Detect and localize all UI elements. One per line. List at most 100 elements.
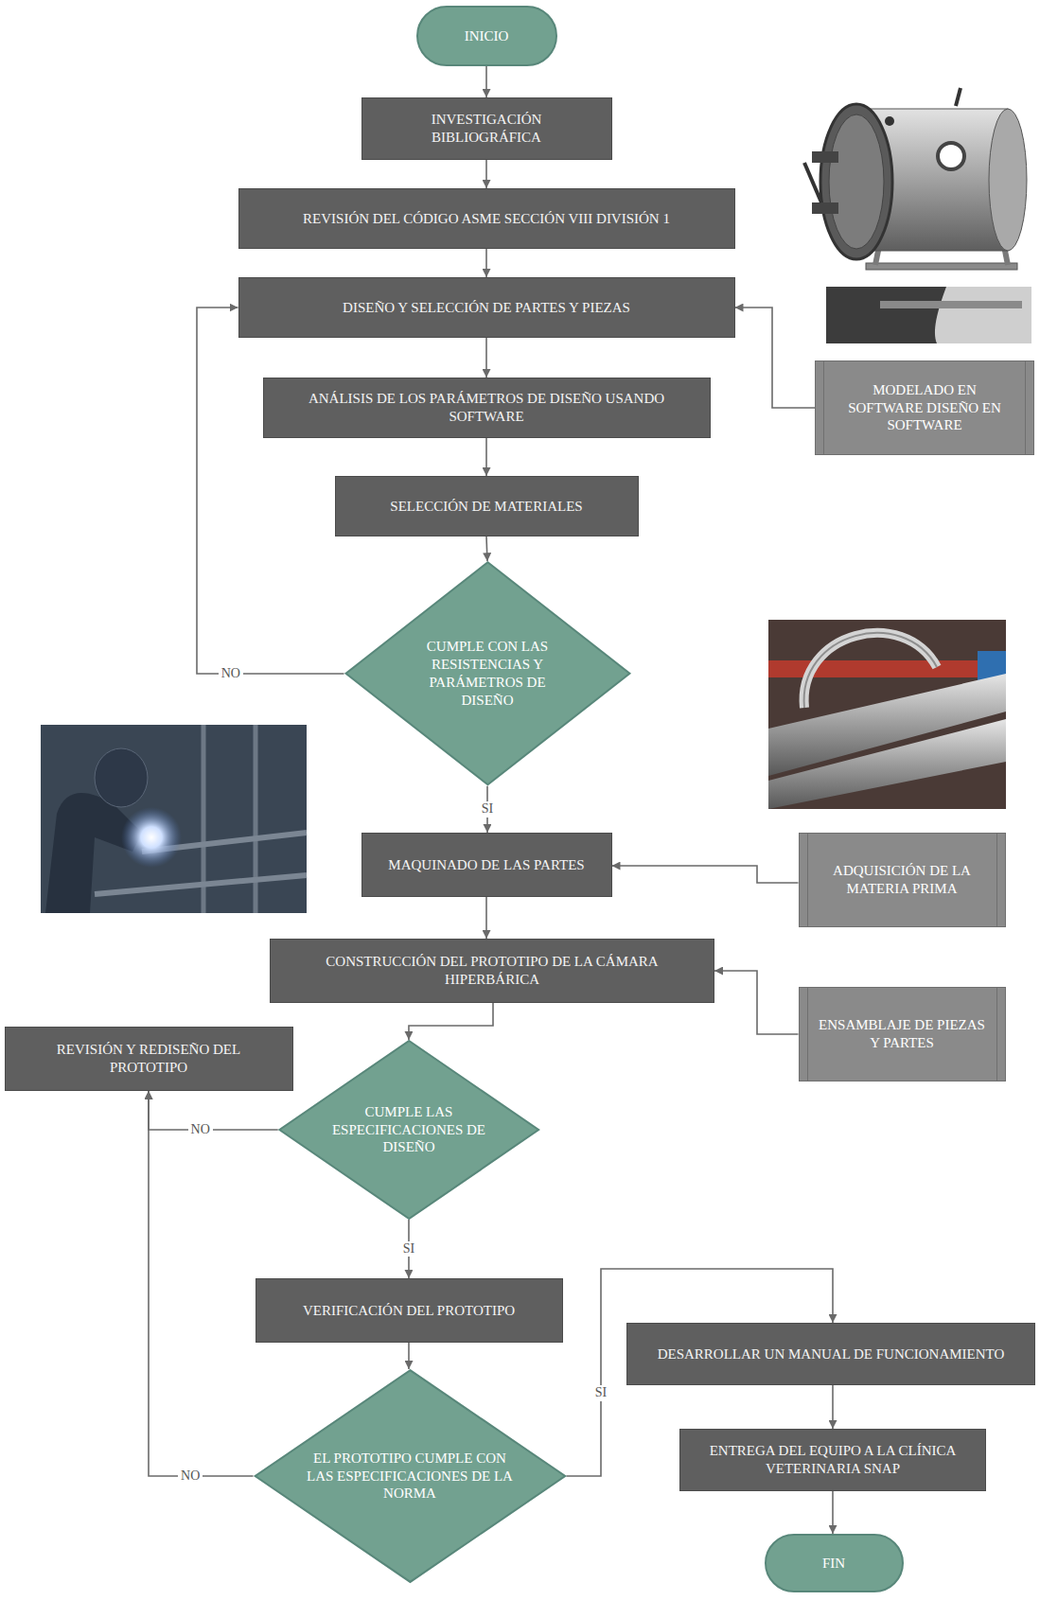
- process-box: CONSTRUCCIÓN DEL PROTOTIPO DE LA CÁMARA …: [269, 938, 715, 1004]
- edge-label: NO: [188, 1122, 213, 1139]
- flow-connector: [148, 1091, 279, 1130]
- diamond-fill: [279, 1040, 539, 1219]
- flow-connector: [148, 1091, 254, 1477]
- flow-connector: [485, 536, 489, 562]
- side-rule: [807, 987, 809, 1081]
- node-text: MODELADO EN SOFTWARE DISEÑO EN SOFTWARE: [834, 381, 1015, 435]
- process-box: INVESTIGACIÓN BIBLIOGRÁFICA: [361, 97, 613, 160]
- node-text: INICIO: [464, 27, 510, 46]
- process-box: MAQUINADO DE LAS PARTES: [361, 832, 613, 898]
- welding-photo: [40, 724, 307, 914]
- terminal-node: INICIO: [416, 5, 558, 67]
- side-rule: [996, 833, 998, 927]
- door-clamp: [811, 151, 839, 163]
- edge-label: SI: [592, 1385, 610, 1402]
- node-text: DESARROLLAR UN MANUAL DE FUNCIONAMIENTO: [657, 1345, 1005, 1364]
- node-text: DISEÑO Y SELECCIÓN DE PARTES Y PIEZAS: [342, 299, 631, 318]
- node-text: SELECCIÓN DE MATERIALES: [389, 497, 582, 516]
- diamond-fill: [345, 562, 630, 785]
- process-box: ENTREGA DEL EQUIPO A LA CLÍNICA VETERINA…: [679, 1428, 987, 1492]
- rolling-machine-photo: [768, 619, 1006, 810]
- photo-ground: [40, 724, 307, 914]
- flow-connector: [735, 307, 816, 408]
- door-lever: [804, 162, 822, 203]
- sheet-edge: [804, 633, 937, 708]
- detail-shadow: [826, 286, 947, 344]
- process-box: REVISIÓN DEL CÓDIGO ASME SECCIÓN VIII DI…: [238, 188, 736, 249]
- frame-bar: [253, 724, 259, 914]
- side-rule: [807, 833, 809, 927]
- flow-connector: [485, 248, 488, 278]
- decision-diamond: CUMPLE LAS ESPECIFICACIONES DE DISEÑO: [278, 1040, 541, 1220]
- roller: [768, 719, 1006, 810]
- nozzle: [955, 88, 961, 106]
- subprocess-box: MODELADO EN SOFTWARE DISEÑO EN SOFTWARE: [814, 360, 1035, 456]
- side-rule: [1024, 361, 1026, 455]
- process-box: DISEÑO Y SELECCIÓN DE PARTES Y PIEZAS: [238, 277, 736, 338]
- process-box: ANÁLISIS DE LOS PARÁMETROS DE DISEÑO USA…: [263, 377, 711, 439]
- node-text: CUMPLE CON LAS RESISTENCIAS Y PARÁMETROS…: [402, 637, 573, 709]
- flow-connector: [485, 438, 488, 476]
- flow-connector: [714, 970, 799, 1035]
- subprocess-box: ENSAMBLAJE DE PIEZAS Y PARTES: [798, 987, 1006, 1082]
- flow-connector: [831, 1491, 834, 1534]
- node-text: ANÁLISIS DE LOS PARÁMETROS DE DISEÑO USA…: [277, 389, 697, 426]
- side-rule: [823, 361, 825, 455]
- flow-connector: [485, 337, 488, 378]
- vessel-detail-strip: [826, 286, 1032, 344]
- flow-connector: [408, 1003, 494, 1040]
- node-text: FIN: [822, 1554, 846, 1573]
- flow-connector: [831, 1385, 834, 1429]
- process-box: REVISIÓN Y REDISEÑO DEL PROTOTIPO: [4, 1026, 294, 1092]
- diamond-outline: [344, 561, 632, 787]
- flow-connector: [485, 66, 488, 98]
- process-box: VERIFICACIÓN DEL PROTOTIPO: [255, 1278, 564, 1343]
- node-text: VERIFICACIÓN DEL PROTOTIPO: [302, 1302, 515, 1321]
- photo-ground: [768, 619, 1006, 810]
- detail-bar: [880, 300, 1023, 309]
- node-text: EL PROTOTIPO CUMPLE CON LAS ESPECIFICACI…: [306, 1449, 514, 1503]
- welding-spark: [121, 807, 182, 868]
- node-text: ENTREGA DEL EQUIPO A LA CLÍNICA VETERINA…: [693, 1442, 972, 1479]
- port: [884, 116, 895, 126]
- node-text: REVISIÓN DEL CÓDIGO ASME SECCIÓN VIII DI…: [302, 210, 670, 229]
- node-text: MAQUINADO DE LAS PARTES: [387, 856, 584, 875]
- flow-connector: [485, 897, 488, 939]
- node-text: REVISIÓN Y REDISEÑO DEL PROTOTIPO: [18, 1040, 280, 1077]
- edge-label: NO: [218, 666, 244, 683]
- decision-diamond: CUMPLE CON LAS RESISTENCIAS Y PARÁMETROS…: [344, 561, 632, 787]
- node-text: INVESTIGACIÓN BIBLIOGRÁFICA: [375, 110, 599, 147]
- door-panel: [828, 114, 884, 249]
- rolled-sheet: [804, 633, 937, 708]
- flow-connector: [612, 865, 799, 883]
- decision-diamond: EL PROTOTIPO CUMPLE CON LAS ESPECIFICACI…: [253, 1369, 567, 1584]
- edge-label: SI: [400, 1241, 418, 1258]
- diamond-fill: [254, 1370, 565, 1583]
- process-box: SELECCIÓN DE MATERIALES: [334, 475, 639, 537]
- process-box: DESARROLLAR UN MANUAL DE FUNCIONAMIENTO: [626, 1322, 1036, 1386]
- stand-base: [865, 263, 1018, 270]
- door-clamp: [811, 202, 839, 214]
- welder-helmet: [94, 748, 148, 808]
- edge-label: SI: [478, 801, 496, 818]
- vessel-door: [820, 104, 893, 260]
- node-text: CUMPLE LAS ESPECIFICACIONES DE DISEÑO: [330, 1103, 487, 1157]
- flow-connector: [407, 1342, 410, 1370]
- viewport: [937, 142, 965, 170]
- connector-group: [148, 66, 833, 1534]
- node-text: ENSAMBLAJE DE PIEZAS Y PARTES: [818, 1016, 987, 1053]
- terminal-node: FIN: [764, 1533, 904, 1593]
- flow-connector: [485, 159, 488, 189]
- pressure-vessel-illustration: [804, 88, 1027, 270]
- frame-bar: [94, 875, 307, 895]
- node-text: CONSTRUCCIÓN DEL PROTOTIPO DE LA CÁMARA …: [283, 952, 701, 989]
- side-rule: [996, 987, 998, 1081]
- flow-connector: [196, 307, 345, 674]
- vessel-head: [988, 108, 1027, 251]
- edge-label: NO: [177, 1468, 203, 1485]
- detail-ground: [826, 286, 1032, 344]
- subprocess-box: ADQUISICIÓN DE LA MATERIA PRIMA: [798, 832, 1006, 928]
- node-text: ADQUISICIÓN DE LA MATERIA PRIMA: [818, 862, 987, 899]
